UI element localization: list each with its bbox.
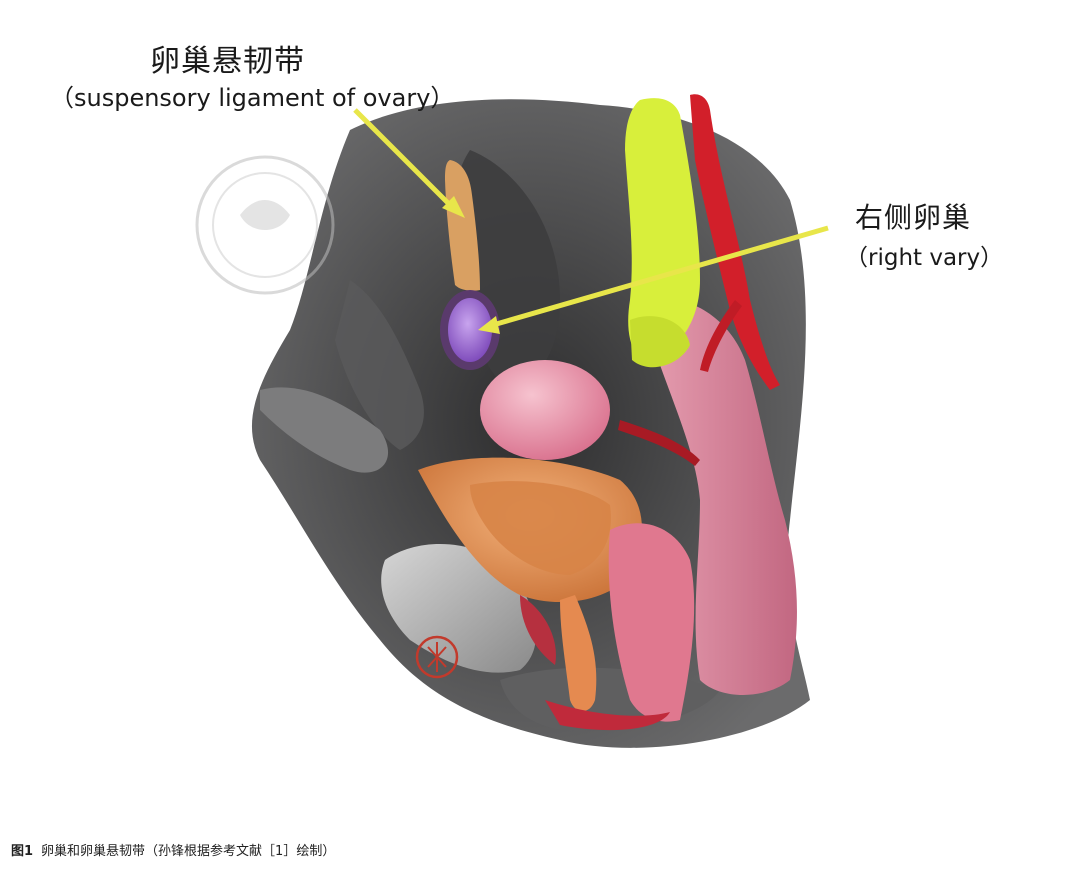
iliac-artery (618, 94, 780, 466)
right-ovary (440, 290, 500, 370)
red-stamp-seal-icon (415, 635, 459, 679)
uterus (480, 360, 610, 460)
vagina (608, 523, 695, 722)
figure-number: 图1 (11, 844, 34, 859)
pelvic-floor-muscle (520, 595, 670, 731)
arrow-ligament-icon (353, 108, 465, 218)
arrow-ovary-icon (478, 225, 829, 334)
right-ovary-label-en: （right vary） (845, 245, 1004, 271)
suspensory-ligament (445, 160, 480, 291)
figure-caption: 图1 卵巢和卵巢悬韧带（孙锋根据参考文献［1］绘制） (11, 840, 335, 859)
suspensory-ligament-label-en: （suspensory ligament of ovary） (50, 84, 455, 112)
caption-text: 卵巢和卵巢悬韧带（孙锋根据参考文献［1］绘制） (41, 844, 336, 859)
bladder (418, 457, 642, 712)
ureter-yellow (625, 98, 700, 368)
suspensory-ligament-label-cn: 卵巢悬韧带 (150, 44, 305, 79)
right-ovary-label-cn: 右侧卵巢 (855, 201, 972, 234)
rectum (640, 298, 797, 695)
watermark-seal-icon (195, 155, 335, 295)
